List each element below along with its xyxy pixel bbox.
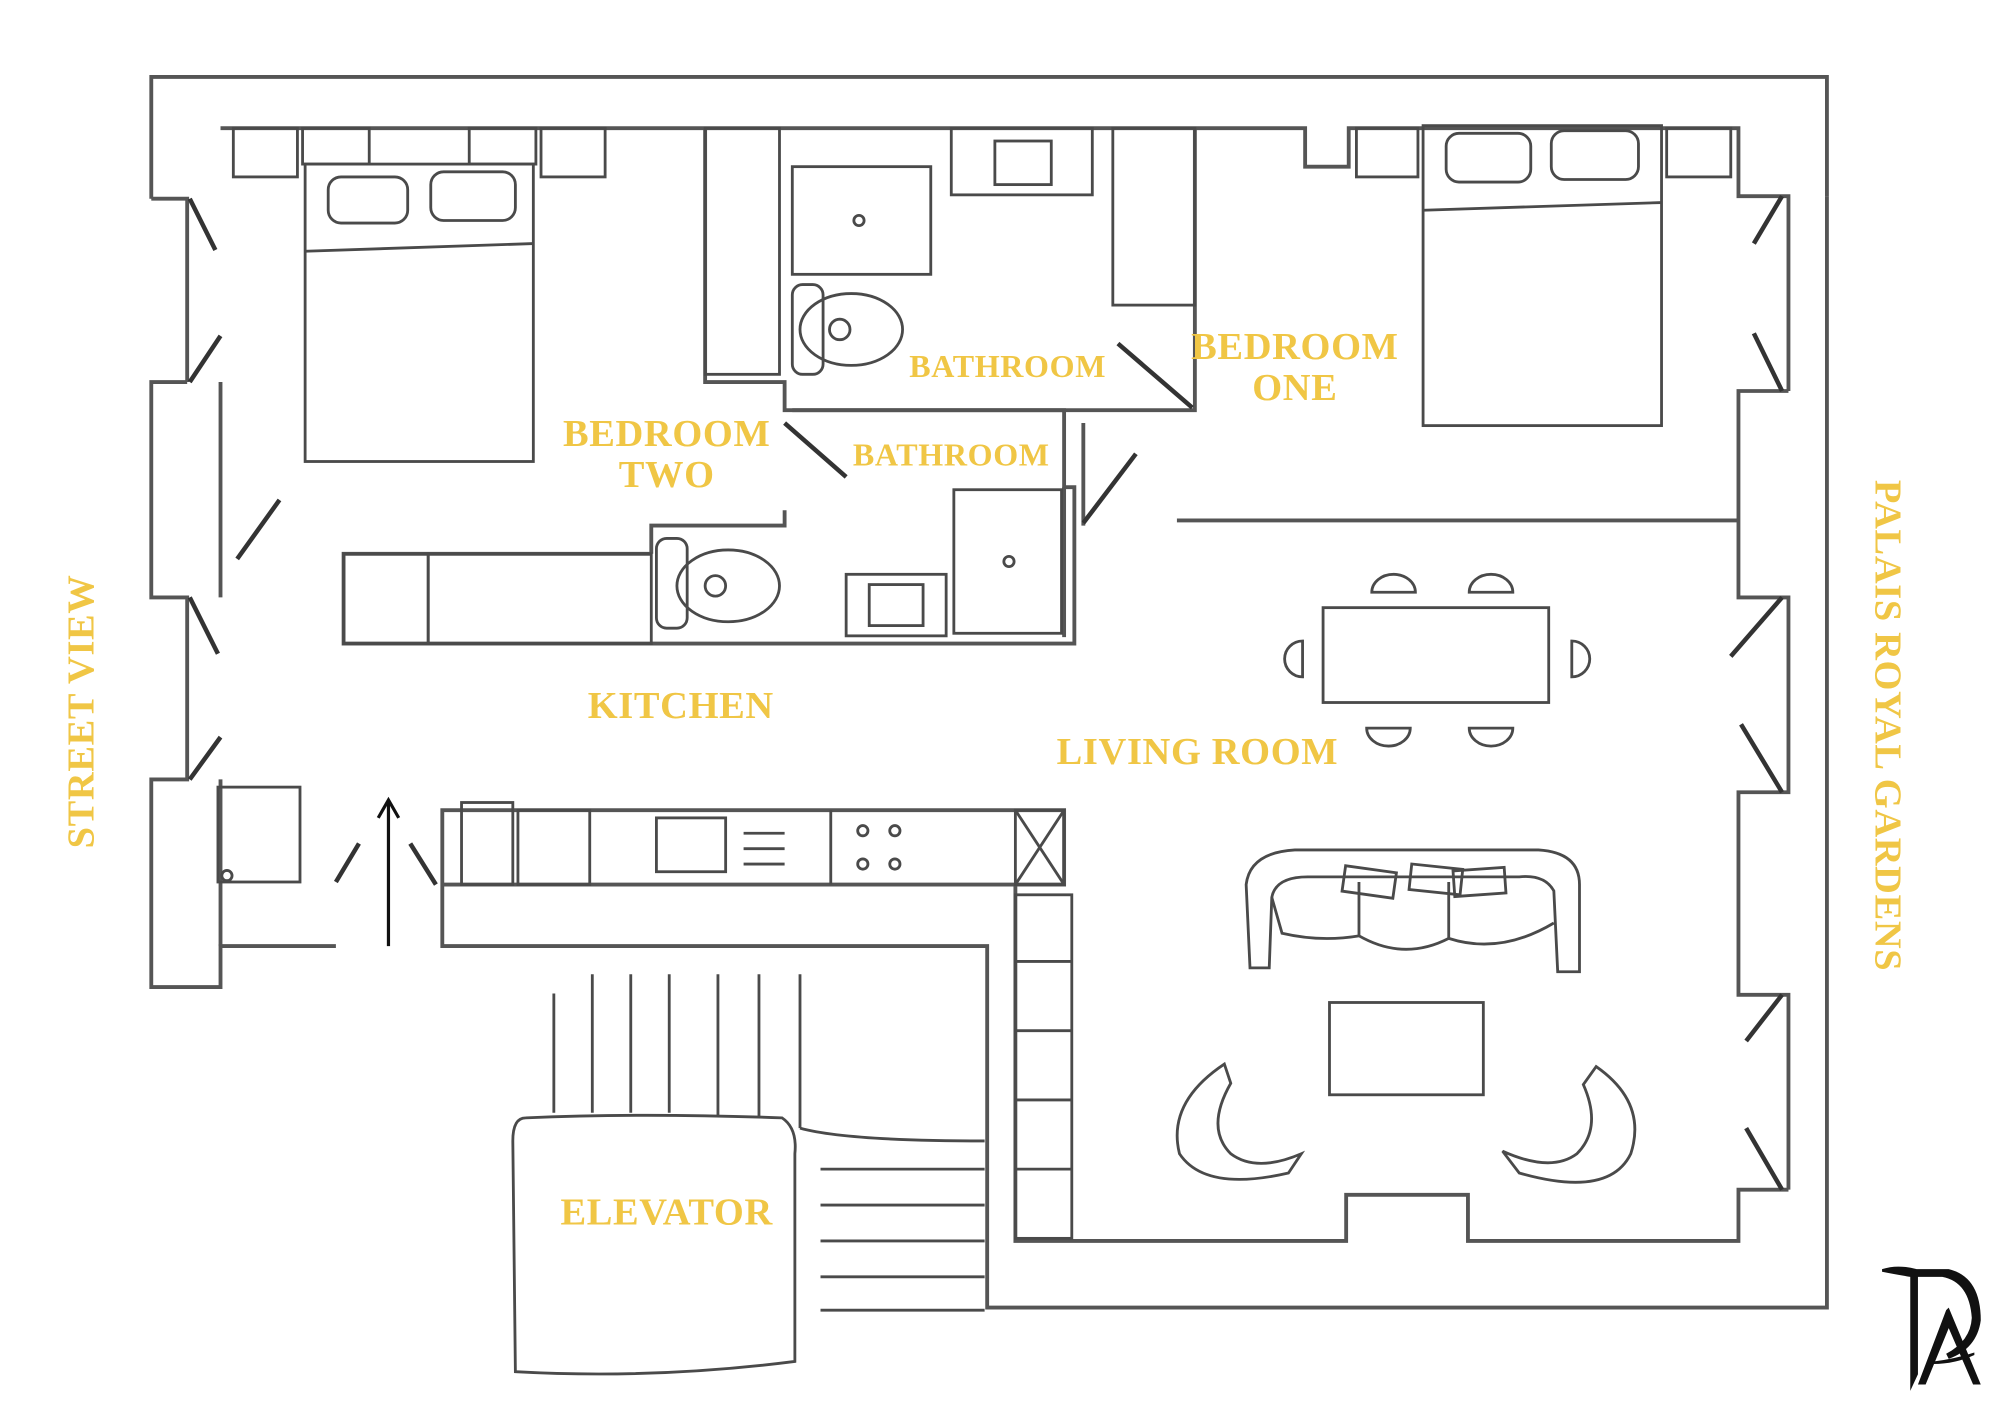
bed-bedroom-two xyxy=(303,162,535,463)
toilet-bathroom-two xyxy=(655,537,781,630)
shelving xyxy=(1013,893,1074,1240)
kitchen-counter-upper xyxy=(342,552,653,645)
label-kitchen: KITCHEN xyxy=(588,685,774,727)
sofa xyxy=(1244,848,1581,974)
label-elevator: ELEVATOR xyxy=(560,1191,773,1233)
label-bathroom-one: BATHROOM xyxy=(909,348,1106,384)
bed-bedroom-one xyxy=(1421,124,1663,428)
interior-walls xyxy=(341,128,1739,887)
label-street-view: STREET VIEW xyxy=(61,575,103,849)
staircase xyxy=(552,974,985,1312)
logo xyxy=(1882,1266,1981,1391)
armchair-right xyxy=(1501,1064,1637,1184)
label-bedroom-one-line1: BEDROOM xyxy=(1191,326,1398,368)
doors xyxy=(187,194,1785,1191)
elevator-shaft xyxy=(511,1113,797,1376)
entrance-arrow-icon xyxy=(376,796,401,947)
shower-bathroom-two xyxy=(952,488,1063,635)
dining-table xyxy=(1283,572,1592,748)
sink-bathroom-two xyxy=(844,572,948,638)
label-bedroom-two-line1: BEDROOM xyxy=(563,413,770,455)
nightstands-bedroom-one xyxy=(1355,126,1733,179)
wardrobe xyxy=(703,126,1197,376)
armchair-left xyxy=(1175,1061,1306,1181)
label-bathroom-two: BATHROOM xyxy=(853,436,1050,472)
kitchen-counter xyxy=(216,785,1066,886)
toilet-bathroom-one xyxy=(790,283,904,376)
label-bedroom-one-line2: ONE xyxy=(1252,367,1337,409)
coffee-table xyxy=(1328,1001,1485,1097)
label-bedroom-two-line2: TWO xyxy=(619,454,715,496)
nightstands-bedroom-two xyxy=(231,126,607,179)
outer-walls xyxy=(149,74,1829,1310)
shower-bathroom-one xyxy=(790,165,933,276)
sink-bathroom-one xyxy=(949,126,1094,197)
label-living-room: LIVING ROOM xyxy=(1057,731,1339,773)
label-palais-royal-gardens: PALAIS ROYAL GARDENS xyxy=(1867,480,1909,971)
